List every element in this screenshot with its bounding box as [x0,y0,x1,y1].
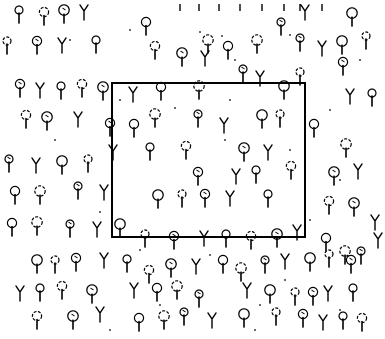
speck-dot [329,109,331,111]
speck-dot [359,59,361,61]
speck-dot [309,219,311,221]
speck-dot [221,35,223,37]
speck-dot [54,139,56,141]
speck-dot [289,34,291,36]
speck-dot [289,149,291,151]
speck-dot [339,309,341,311]
speck-dot [209,254,211,256]
speck-dot [234,59,236,61]
speck-dot [174,107,176,109]
speck-dot [259,304,261,306]
speck-dot [159,304,161,306]
speck-dot [99,211,101,213]
speck-dot [139,249,141,251]
speck-dot [284,279,286,281]
speck-dot [69,39,71,41]
speck-dot [109,329,111,331]
speck-dot [229,99,231,101]
speck-dot [129,29,131,31]
speck-dot [339,179,341,181]
speck-dot [224,139,226,141]
speck-dot [119,99,121,101]
speck-dot [199,31,201,33]
speck-dot [254,329,256,331]
